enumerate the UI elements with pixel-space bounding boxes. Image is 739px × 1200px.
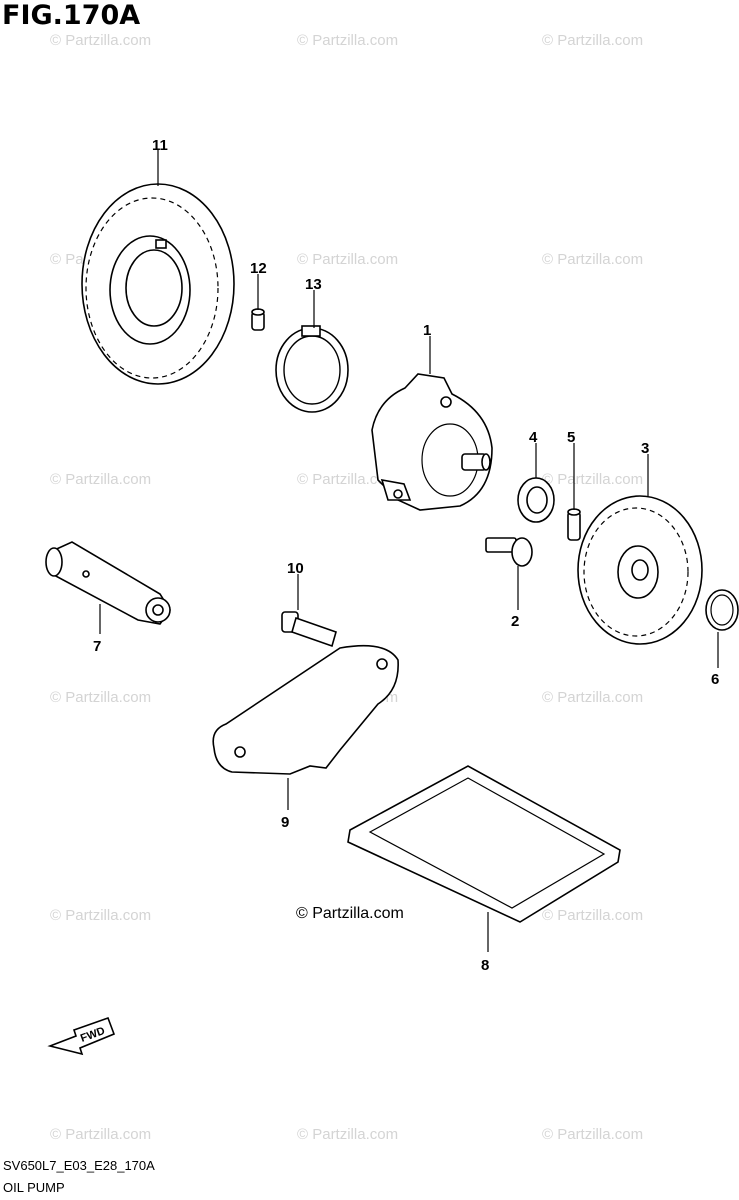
fwd-arrow-icon: FWD [47,1016,116,1056]
callout-1: 1 [423,322,431,339]
part-10-bolt[interactable] [281,611,337,648]
callout-10: 10 [287,560,304,577]
callout-3: 3 [641,440,649,457]
watermark: © Partzilla.com [50,471,152,488]
part-9-plate[interactable] [212,644,399,775]
watermark: © Partzilla.com [297,32,399,49]
watermark: © Partzilla.com [542,251,644,268]
watermark: © Partzilla.com [297,471,399,488]
callout-12: 12 [250,260,267,277]
callout-5: 5 [567,429,575,446]
watermark: © Partzilla.com [50,907,152,924]
callout-8: 8 [481,957,489,974]
part-8-gasket[interactable] [347,765,621,923]
part-11-gear[interactable] [81,183,235,385]
callout-11: 11 [152,137,168,154]
watermark: © Partzilla.com [542,1126,644,1143]
callout-13: 13 [305,276,322,293]
callout-4: 4 [529,429,538,446]
callout-7: 7 [93,638,101,655]
part-2-screw[interactable] [485,537,533,567]
part-5-pin[interactable] [567,508,581,541]
watermark: © Partzilla.com [542,689,644,706]
watermark: © Partzilla.com [50,1126,152,1143]
figure-code: SV650L7_E03_E28_170A [3,1158,155,1173]
watermark: © Partzilla.com [297,1126,399,1143]
watermark: © Partzilla.com [542,907,644,924]
callout-9: 9 [281,814,289,831]
callout-2: 2 [511,613,519,630]
part-4-washer[interactable] [517,477,555,523]
watermark: © Partzilla.com [50,32,152,49]
part-13-circlip[interactable] [275,325,349,413]
watermark: © Partzilla.com [542,471,644,488]
figure-title: FIG.170A [2,0,141,31]
watermark: © Partzilla.com [50,689,152,706]
watermark-center: © Partzilla.com [296,905,404,922]
watermark: © Partzilla.com [297,251,399,268]
part-6-snap-ring[interactable] [705,589,739,631]
callout-6: 6 [711,671,719,688]
part-1-oil-pump[interactable] [371,373,493,511]
figure-name: OIL PUMP [3,1180,65,1195]
watermark: © Partzilla.com [542,32,644,49]
part-12-dowel-pin[interactable] [251,308,265,331]
part-3-drive-gear[interactable] [577,495,703,645]
part-7-shaft[interactable] [45,541,171,625]
